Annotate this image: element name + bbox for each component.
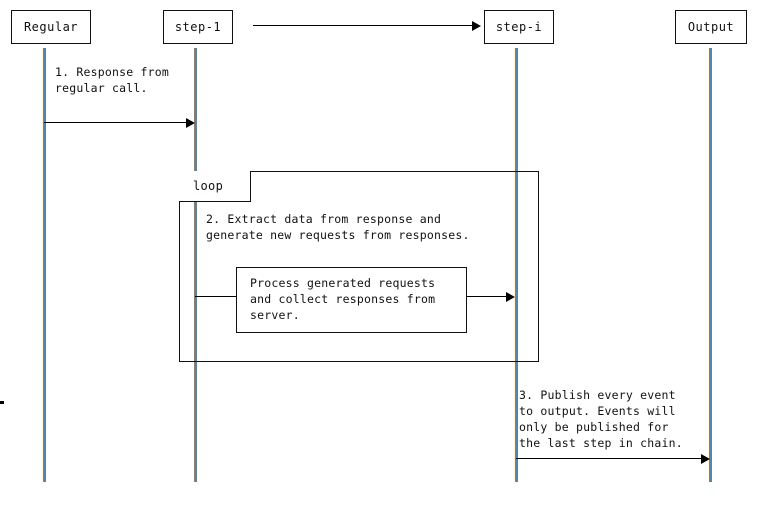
loop-fragment — [179, 171, 539, 362]
lifeline-step-1 — [194, 48, 197, 482]
participant-box-step-i[interactable]: step-i — [484, 10, 554, 44]
message-2-text: 2. Extract data from response and genera… — [206, 212, 470, 242]
message-1-text: 1. Response from regular call. — [55, 65, 169, 95]
message-3-text: 3. Publish every event to output. Events… — [519, 388, 683, 450]
participant-label-step-i: step-i — [495, 20, 543, 34]
message-1-line — [44, 122, 187, 123]
note-incoming-line — [195, 296, 237, 297]
participant-label-regular: Regular — [23, 20, 79, 34]
participant-box-output[interactable]: Output — [675, 10, 747, 44]
participant-label-step-1: step-1 — [174, 20, 222, 34]
message-1-arrowhead — [186, 118, 195, 128]
lifeline-output — [709, 48, 712, 482]
participant-box-regular[interactable]: Regular — [11, 10, 91, 44]
canvas-edge-tick — [0, 401, 4, 404]
participant-label-output: Output — [687, 20, 735, 34]
process-note-text: Process generated requests and collect r… — [250, 276, 436, 322]
loop-fragment-label-box: loop — [179, 171, 251, 202]
chain-continuation-line — [253, 25, 477, 26]
lifeline-step-i — [515, 48, 518, 482]
message-3-line — [516, 458, 702, 459]
process-note-box: Process generated requests and collect r… — [236, 267, 467, 333]
note-outgoing-arrowhead — [506, 292, 515, 302]
participant-box-step-1[interactable]: step-1 — [163, 10, 233, 44]
lifeline-regular — [43, 48, 46, 482]
note-outgoing-line — [467, 296, 508, 297]
chain-continuation-arrowhead — [472, 21, 481, 31]
message-3-arrowhead — [701, 454, 710, 464]
loop-fragment-label: loop — [193, 179, 224, 193]
